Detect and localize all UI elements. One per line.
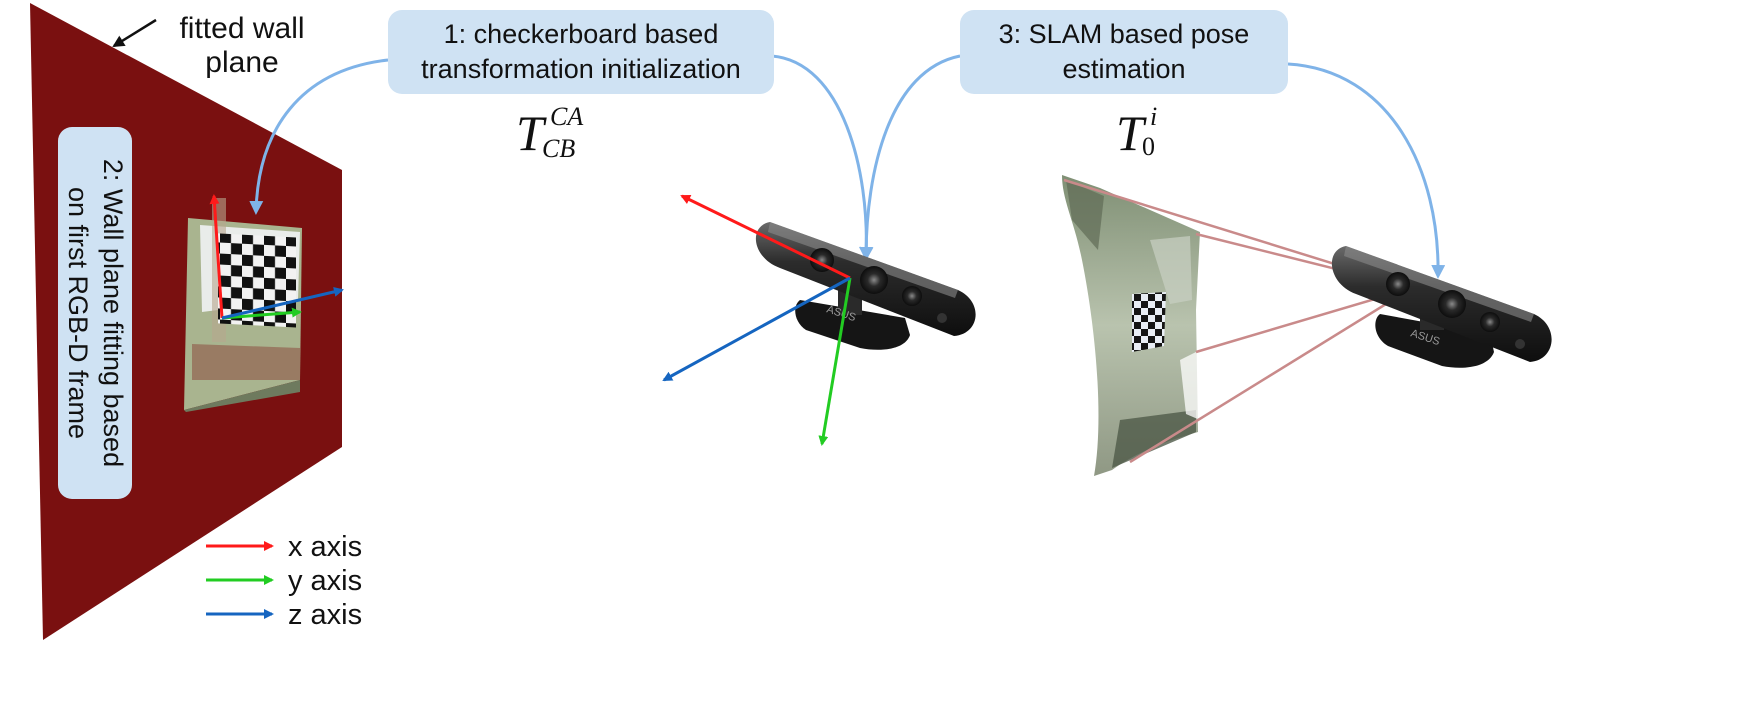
step1-box: 1: checkerboard based transformation ini…	[388, 10, 774, 94]
legend-z-label: z axis	[288, 599, 363, 631]
wall-label: fitted wall plane	[162, 12, 322, 80]
step1-line1: 1: checkerboard based	[443, 19, 719, 49]
math1-sup: CA	[550, 102, 584, 131]
point-cloud-icon	[1062, 175, 1200, 476]
math2-sub: 0	[1142, 132, 1155, 161]
wall-label-line2: plane	[205, 46, 279, 79]
math2-base: T	[1116, 105, 1144, 161]
wall-label-line1: fitted wall	[179, 12, 305, 45]
step1-line2: transformation initialization	[421, 54, 741, 84]
legend-y-label: y axis	[288, 565, 363, 597]
step3-line1: 3: SLAM based pose	[998, 19, 1250, 49]
depth-camera-icon: ASUS	[1331, 246, 1552, 368]
step3-line2: estimation	[1062, 54, 1186, 84]
depth-camera-icon: ASUS	[755, 222, 976, 350]
transform-0-i: T i 0	[1116, 102, 1176, 174]
math1-base: T	[516, 105, 544, 161]
legend-x-label: x axis	[288, 531, 363, 563]
math2-sup: i	[1150, 102, 1158, 131]
transform-ca-cb: T CA CB	[516, 102, 606, 174]
step2-line2: on first RGB-D frame	[63, 186, 93, 440]
math1-sub: CB	[542, 134, 576, 163]
step2-box: 2: Wall plane fitting based on first RGB…	[58, 127, 132, 499]
step3-box: 3: SLAM based pose estimation	[960, 10, 1288, 94]
step2-line1: 2: Wall plane fitting based	[98, 158, 128, 468]
